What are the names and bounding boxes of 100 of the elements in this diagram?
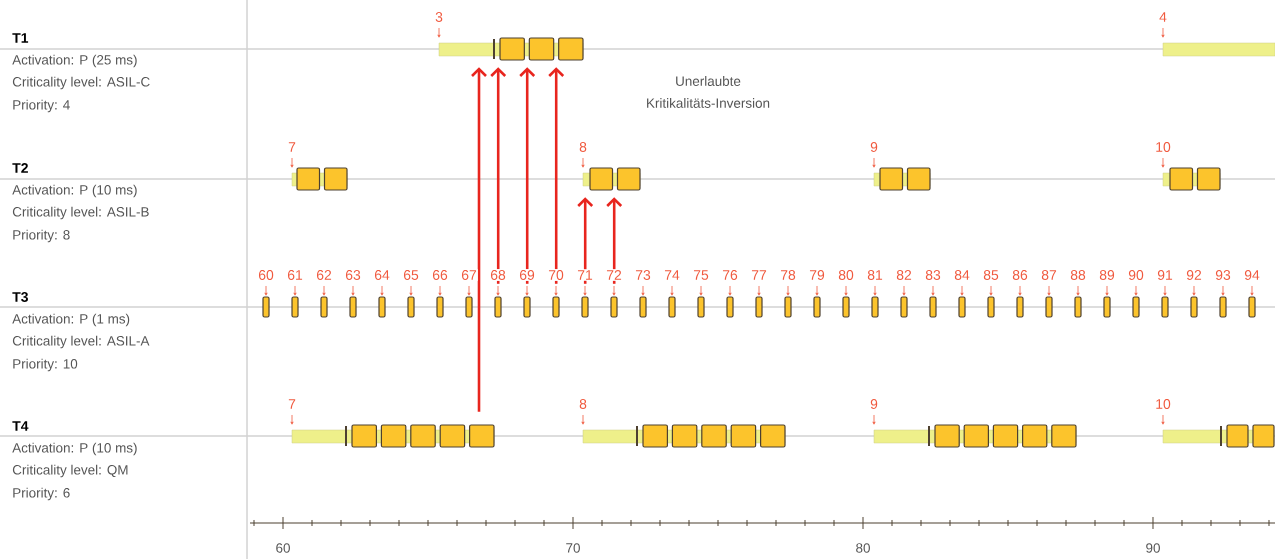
job-bar [639, 296, 647, 318]
job-bar [1045, 296, 1053, 318]
job-number: 76 [721, 269, 739, 281]
job-number: 8 [578, 398, 588, 410]
task-property: Priority: 10 [13, 358, 78, 372]
job-number: 78 [779, 269, 797, 281]
job-bar [438, 37, 584, 61]
job-bar [582, 424, 786, 448]
job-bar [291, 296, 299, 318]
job-number: 9 [869, 398, 879, 410]
job-number: 65 [402, 269, 420, 281]
task-property: Activation: P (10 ms) [12, 442, 137, 456]
job-number: 4 [1158, 11, 1168, 23]
job-number: 10 [1154, 398, 1172, 410]
task-property: Criticality level: ASIL-A [12, 335, 150, 349]
job-bar [349, 296, 357, 318]
job-number: 61 [286, 269, 304, 281]
job-bar [1074, 296, 1082, 318]
job-bar [407, 296, 415, 318]
job-bar [291, 424, 495, 448]
job-bar [784, 296, 792, 318]
job-number: 94 [1243, 269, 1261, 281]
job-number: 70 [547, 269, 565, 281]
job-number: 74 [663, 269, 681, 281]
job-number: 63 [344, 269, 362, 281]
job-number: 82 [895, 269, 913, 281]
job-bar [1016, 296, 1024, 318]
job-number: 91 [1156, 269, 1174, 281]
job-number: 92 [1185, 269, 1203, 281]
job-bar [873, 424, 1077, 448]
job-bar [552, 296, 560, 318]
preemption-arrow [490, 67, 507, 284]
preemption-arrow [519, 67, 536, 284]
task-property: Activation: P (1 ms) [12, 313, 130, 327]
job-bar [1161, 296, 1169, 318]
job-bar [755, 296, 763, 318]
job-number: 75 [692, 269, 710, 281]
job-number: 3 [434, 11, 444, 23]
task-name: T2 [12, 163, 28, 173]
job-bar [262, 296, 270, 318]
job-bar [697, 296, 705, 318]
job-bar [871, 296, 879, 318]
preemption-arrow [577, 197, 594, 284]
task-name: T4 [12, 421, 29, 431]
task-property: Criticality level: ASIL-B [12, 206, 149, 220]
task-property: Criticality level: QM [12, 464, 128, 478]
job-number: 73 [634, 269, 652, 281]
job-number: 87 [1040, 269, 1058, 281]
job-number: 81 [866, 269, 884, 281]
job-number: 7 [287, 398, 297, 410]
job-bar [320, 296, 328, 318]
job-bar [1162, 42, 1275, 57]
job-number: 8 [578, 141, 588, 153]
task-name: T1 [12, 33, 29, 43]
job-number: 7 [287, 141, 297, 153]
job-number: 62 [315, 269, 333, 281]
task-property: Criticality level: ASIL-C [12, 76, 150, 90]
job-number: 90 [1127, 269, 1145, 281]
job-bar [813, 296, 821, 318]
job-bar [523, 296, 531, 318]
annotation-text: Unerlaubte Kritikalitäts-Inversion [647, 76, 770, 108]
job-bar [842, 296, 850, 318]
job-number: 93 [1214, 269, 1232, 281]
job-number: 10 [1154, 141, 1172, 153]
task-property: Priority: 4 [13, 99, 70, 113]
job-number: 71 [576, 269, 594, 281]
job-bar [668, 296, 676, 318]
job-number: 77 [750, 269, 768, 281]
task-name: T3 [12, 292, 28, 302]
task-property: Priority: 6 [13, 487, 70, 501]
job-bar [726, 296, 734, 318]
job-number: 83 [924, 269, 942, 281]
job-number: 66 [431, 269, 449, 281]
preemption-arrow [606, 197, 623, 284]
axis-tick-label: 80 [856, 543, 870, 553]
job-bar [1162, 424, 1275, 448]
job-bar [1248, 296, 1256, 318]
job-bar [873, 167, 931, 191]
job-number: 68 [489, 269, 507, 281]
job-number: 89 [1098, 269, 1116, 281]
job-bar [582, 167, 641, 191]
job-number: 80 [837, 269, 855, 281]
job-bar [581, 296, 589, 318]
job-bar [494, 296, 502, 318]
job-number: 85 [982, 269, 1000, 281]
job-number: 60 [257, 269, 275, 281]
preemption-arrow [471, 67, 487, 412]
job-bar [378, 296, 386, 318]
job-bar [1132, 296, 1140, 318]
axis-tick-label: 60 [276, 543, 290, 553]
task-property: Activation: P (25 ms) [12, 54, 137, 68]
job-bar [900, 296, 908, 318]
job-number: 67 [460, 269, 478, 281]
axis-tick-label: 90 [1146, 543, 1160, 553]
job-number: 88 [1069, 269, 1087, 281]
job-number: 72 [605, 269, 623, 281]
axis-tick-label: 70 [566, 543, 580, 553]
job-bar [291, 167, 348, 191]
job-number: 84 [953, 269, 971, 281]
job-bar [1190, 296, 1198, 318]
